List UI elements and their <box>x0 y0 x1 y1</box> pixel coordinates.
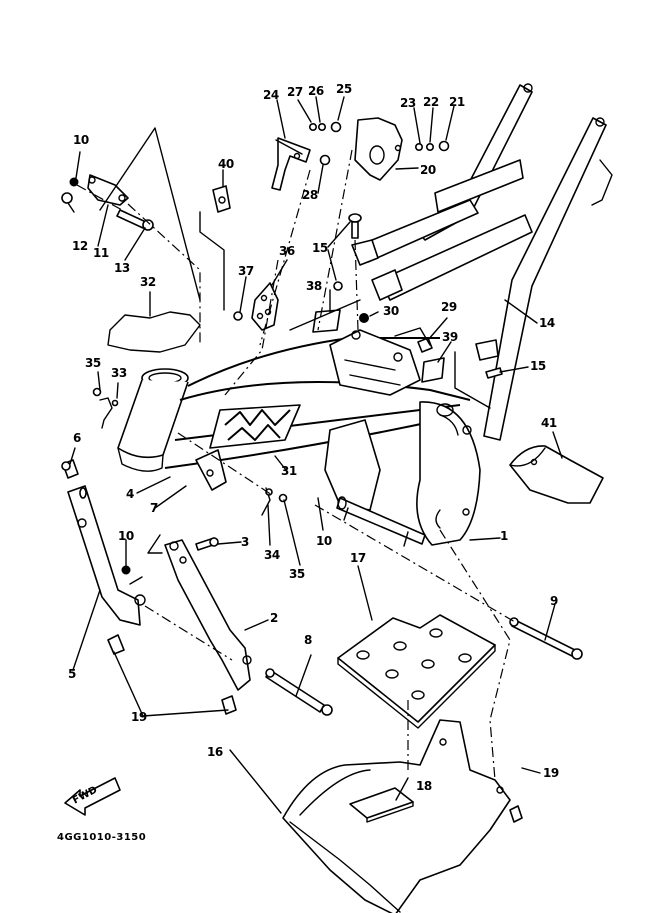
down-bracket-2 <box>164 537 333 716</box>
fender-41 <box>509 445 604 504</box>
callout-26: 26 <box>308 84 324 98</box>
assembly-outlines <box>99 127 491 585</box>
callout-9: 9 <box>550 594 558 608</box>
callout-16: 16 <box>207 745 223 759</box>
callout-27: 27 <box>287 85 303 99</box>
engine-mount-bracket <box>61 174 154 231</box>
leader-lines <box>67 96 563 814</box>
callout-29: 29 <box>441 300 457 314</box>
callout-37: 37 <box>238 264 254 278</box>
callout-11: 11 <box>93 246 109 260</box>
callout-38: 38 <box>306 279 322 293</box>
callout-14: 14 <box>539 316 555 330</box>
callout-13: 13 <box>114 261 130 275</box>
callout-32: 32 <box>140 275 156 289</box>
pivot-bolt-9 <box>509 617 583 660</box>
callout-10-left: 10 <box>118 529 134 543</box>
callout-35-right: 35 <box>289 567 305 581</box>
callout-23: 23 <box>400 96 416 110</box>
frame-decal <box>209 404 301 449</box>
callout-1: 1 <box>500 529 508 543</box>
callout-6: 6 <box>73 431 81 445</box>
callout-7: 7 <box>150 501 158 515</box>
main-frame <box>117 329 481 547</box>
fwd-arrow-icon <box>64 777 121 816</box>
callout-15-upper: 15 <box>312 241 328 255</box>
callout-39: 39 <box>442 330 458 344</box>
callout-19-right: 19 <box>543 766 559 780</box>
callout-12: 12 <box>72 239 88 253</box>
callout-28: 28 <box>302 188 318 202</box>
down-bracket-5 <box>61 459 146 655</box>
skid-plate <box>282 719 523 913</box>
rear-subframe <box>351 83 613 441</box>
callout-19-left: 19 <box>131 710 147 724</box>
callout-30: 30 <box>383 304 399 318</box>
callout-5: 5 <box>68 667 76 681</box>
callout-25: 25 <box>336 82 352 96</box>
callout-21: 21 <box>449 95 465 109</box>
callout-3: 3 <box>241 535 249 549</box>
callout-10-center: 10 <box>316 534 332 548</box>
callout-31: 31 <box>281 464 297 478</box>
callout-24: 24 <box>263 88 279 102</box>
callout-17: 17 <box>350 551 366 565</box>
callout-33: 33 <box>111 366 127 380</box>
callout-34: 34 <box>264 548 280 562</box>
callout-10-top: 10 <box>73 133 89 147</box>
callout-15-right: 15 <box>530 359 546 373</box>
callout-41: 41 <box>541 416 557 430</box>
callout-4: 4 <box>126 487 134 501</box>
skid-plate-pad <box>337 614 496 729</box>
callout-8: 8 <box>304 633 312 647</box>
callout-36: 36 <box>279 244 295 258</box>
callout-22: 22 <box>423 95 439 109</box>
callout-35-left: 35 <box>85 356 101 370</box>
callout-2: 2 <box>270 611 278 625</box>
decal-32 <box>107 311 201 353</box>
center-lines <box>76 149 516 781</box>
callout-18: 18 <box>416 779 432 793</box>
callout-40: 40 <box>218 157 234 171</box>
callout-20: 20 <box>420 163 436 177</box>
drawing-code: 4GG1010-3150 <box>57 832 147 843</box>
